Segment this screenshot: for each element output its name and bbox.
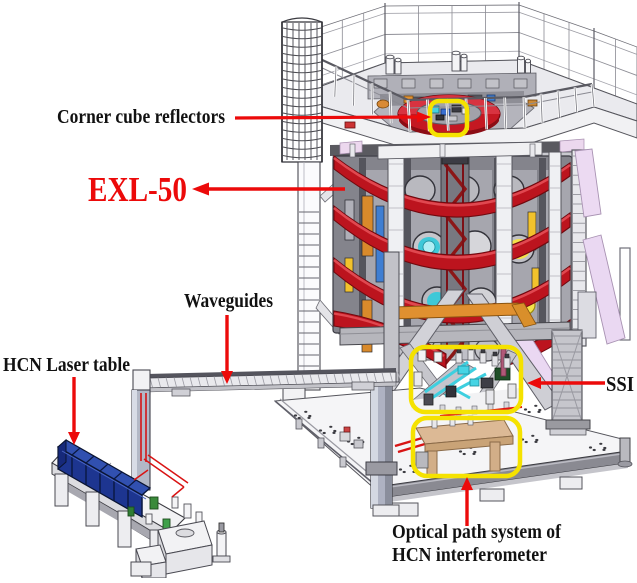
- svg-text:Waveguides: Waveguides: [184, 290, 273, 312]
- svg-text:HCN interferometer: HCN interferometer: [392, 544, 547, 566]
- svg-text:EXL-50: EXL-50: [88, 170, 187, 209]
- svg-text:Corner cube reflectors: Corner cube reflectors: [57, 106, 225, 128]
- svg-text:HCN Laser table: HCN Laser table: [3, 354, 130, 376]
- svg-text:SSI: SSI: [606, 372, 634, 396]
- svg-text:Optical path system of: Optical path system of: [392, 521, 561, 543]
